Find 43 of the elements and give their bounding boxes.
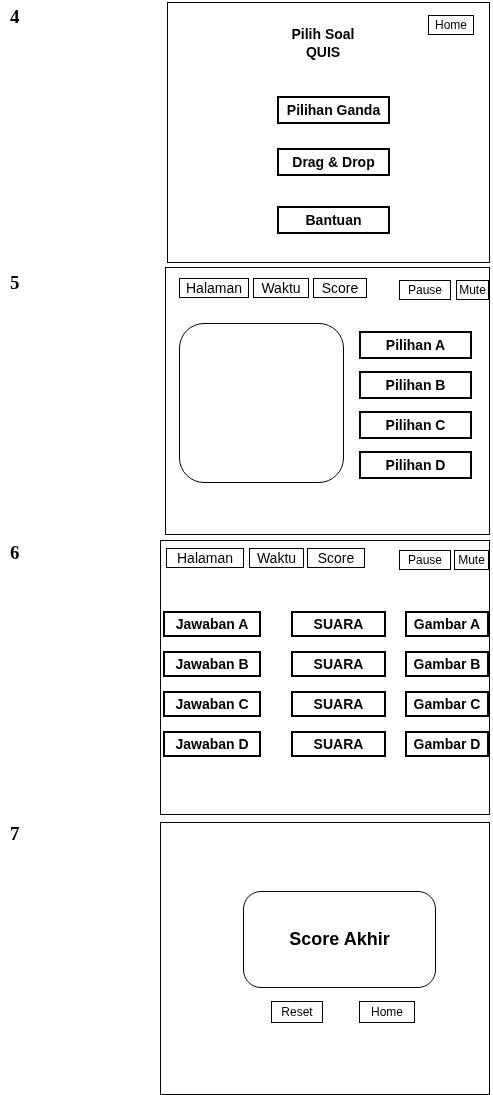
answer-item: Jawaban C [163,691,261,717]
reset-button: Reset [271,1001,323,1023]
menu-button: Pilihan Ganda [277,96,390,124]
screen-frame [167,2,490,263]
sound-item: SUARA [291,691,386,717]
image-item: Gambar A [405,611,489,637]
answer-option: Pilihan D [359,451,472,479]
score-indicator: Score [313,278,367,298]
screen-frame [160,822,490,1095]
image-placeholder [179,323,344,483]
menu-button: Drag & Drop [277,148,390,176]
image-item: Gambar C [405,691,489,717]
timer-indicator: Waktu [249,548,304,568]
screen-number: 6 [10,542,20,564]
pause-button: Pause [399,550,451,570]
page-indicator: Halaman [166,548,244,568]
screen-number: 7 [10,823,20,845]
sound-item: SUARA [291,611,386,637]
screen-frame [165,267,490,535]
screen-title: Pilih Soal QUIS [290,25,356,61]
screen-number: 5 [10,272,20,294]
answer-item: Jawaban D [163,731,261,757]
answer-item: Jawaban B [163,651,261,677]
sound-item: SUARA [291,651,386,677]
page-indicator: Halaman [179,278,249,298]
answer-option: Pilihan A [359,331,472,359]
image-item: Gambar B [405,651,489,677]
final-score-panel: Score Akhir [243,891,436,988]
screen-number: 4 [10,6,20,28]
screen-frame [160,540,490,815]
home-button: Home [359,1001,415,1023]
mute-button: Mute [456,280,489,300]
answer-item: Jawaban A [163,611,261,637]
sound-item: SUARA [291,731,386,757]
image-item: Gambar D [405,731,489,757]
menu-button: Bantuan [277,206,390,234]
score-indicator: Score [307,548,365,568]
answer-option: Pilihan C [359,411,472,439]
pause-button: Pause [399,280,451,300]
home-button: Home [428,15,474,35]
timer-indicator: Waktu [253,278,309,298]
answer-option: Pilihan B [359,371,472,399]
mute-button: Mute [454,550,489,570]
